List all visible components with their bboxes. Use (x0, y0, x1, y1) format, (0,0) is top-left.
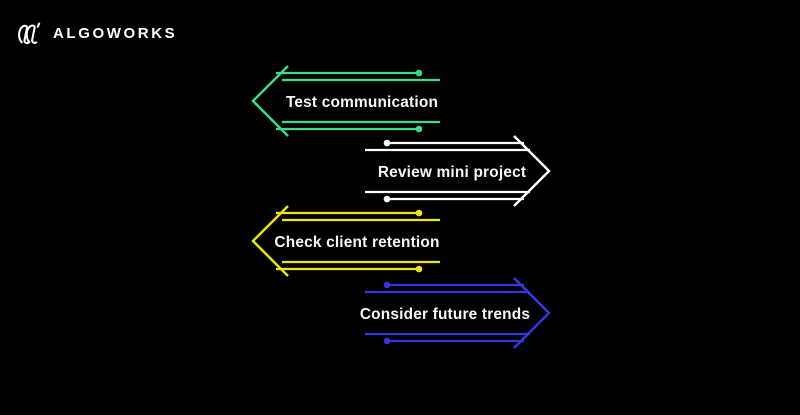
end-dot (383, 195, 391, 203)
arrowhead (513, 277, 551, 349)
algoworks-logo-icon (18, 22, 41, 45)
end-dot (415, 209, 423, 217)
arrow-check-client-retention: Check client retention (251, 205, 440, 277)
arrowhead (513, 135, 551, 207)
end-dot (415, 265, 423, 273)
arrowhead (251, 65, 289, 137)
step-label: Review mini project (378, 164, 526, 181)
step-label: Consider future trends (360, 306, 530, 323)
end-dot (415, 125, 423, 133)
end-dot (383, 281, 391, 289)
arrow-consider-future-trends: Consider future trends (360, 277, 551, 349)
end-dot (383, 337, 391, 345)
step-label: Check client retention (274, 234, 439, 251)
arrow-test-communication: Test communication (251, 65, 440, 137)
end-dot (415, 69, 423, 77)
arrowhead (251, 205, 289, 277)
arrow-review-mini-project: Review mini project (365, 135, 551, 207)
end-dot (383, 139, 391, 147)
algoworks-logo-text: ALGOWORKS (53, 25, 178, 42)
algoworks-logo: ALGOWORKS (16, 20, 177, 48)
step-label: Test communication (286, 94, 438, 111)
